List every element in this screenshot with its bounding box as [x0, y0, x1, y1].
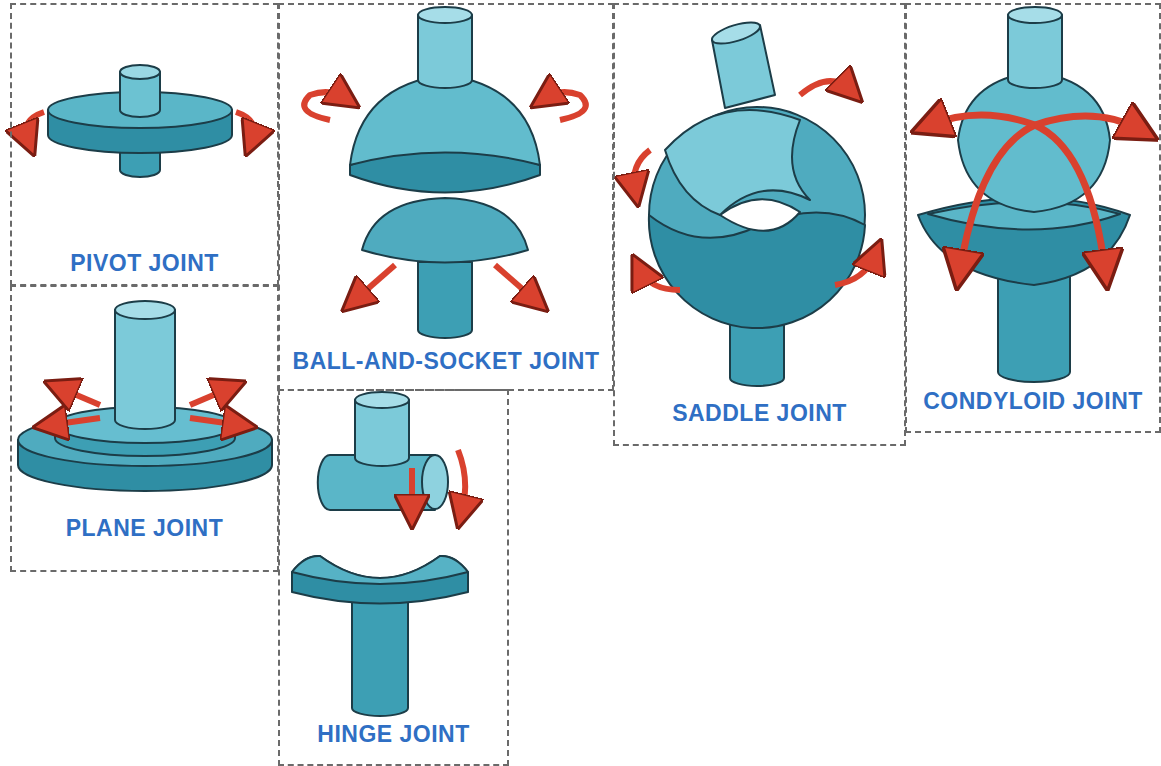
hinge-figure: [292, 392, 468, 716]
joint-panel: CONDYLOID JOINT: [905, 3, 1161, 433]
joint-panel: HINGE JOINT: [278, 389, 509, 766]
ball-socket-figure: [304, 7, 586, 338]
joint-panel: SADDLE JOINT: [613, 3, 906, 446]
pivot-figure: [26, 65, 254, 177]
joint-label: PLANE JOINT: [12, 515, 277, 542]
joint-label: HINGE JOINT: [280, 721, 507, 748]
saddle-figure: [634, 18, 875, 386]
joint-label: PIVOT JOINT: [12, 250, 277, 277]
joint-label: SADDLE JOINT: [615, 400, 904, 427]
plane-figure: [18, 301, 272, 491]
joint-panel: PLANE JOINT: [10, 285, 279, 572]
condyloid-figure: [918, 7, 1140, 382]
joint-panel: BALL-AND-SOCKET JOINT: [278, 3, 614, 391]
joint-label: CONDYLOID JOINT: [907, 388, 1159, 415]
joint-panel: PIVOT JOINT: [10, 3, 279, 286]
joint-label: BALL-AND-SOCKET JOINT: [280, 348, 612, 375]
